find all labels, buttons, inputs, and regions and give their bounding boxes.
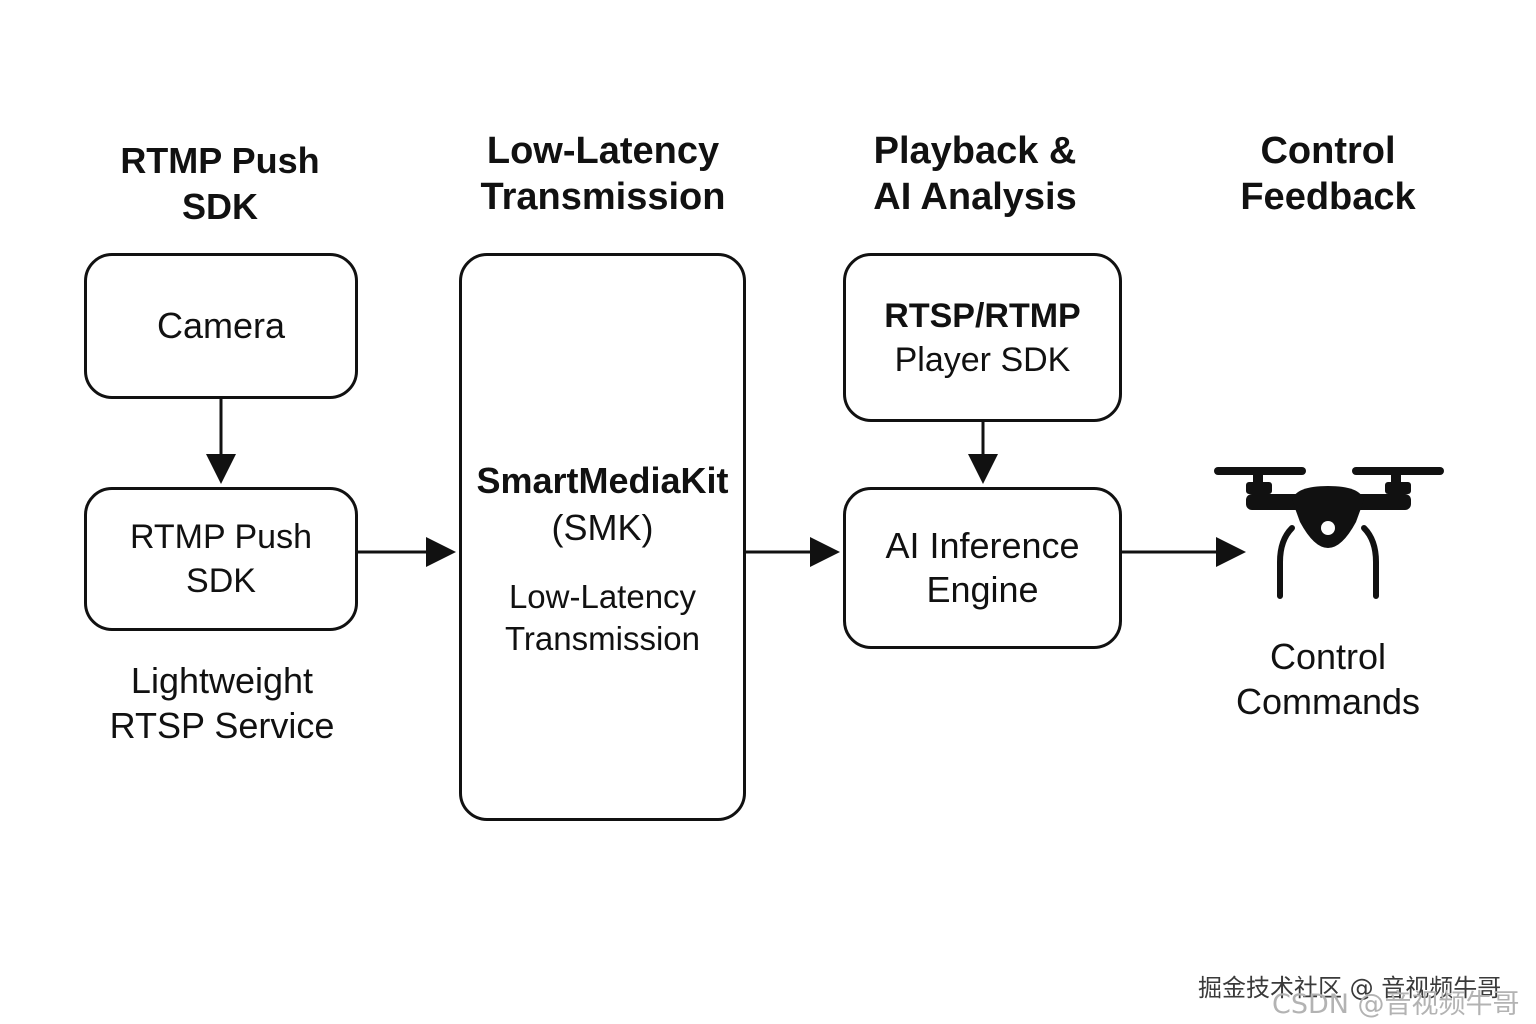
heading-low-latency-line1: Low-Latency xyxy=(486,130,720,172)
smartmediakit-box: SmartMediaKit (SMK) Low-Latency Transmis… xyxy=(459,253,746,821)
rtmp-push-sdk-box: RTMP Push SDK xyxy=(84,487,358,631)
heading-rtmp-push-sdk: RTMP Push SDK xyxy=(90,138,350,230)
heading-playback-line1: Playback & xyxy=(873,130,1077,172)
drone-icon xyxy=(1214,467,1444,599)
smk-title-line2: (SMK) xyxy=(551,507,654,548)
player-line1: RTSP/RTMP xyxy=(884,296,1081,335)
smk-title-line1: SmartMediaKit xyxy=(476,460,729,501)
heading-control-line1: Control xyxy=(1260,130,1396,172)
heading-control-feedback: Control Feedback xyxy=(1200,128,1456,220)
heading-control-line2: Feedback xyxy=(1240,176,1416,218)
heading-low-latency-line2: Transmission xyxy=(480,176,726,218)
heading-playback-line2: AI Analysis xyxy=(873,176,1077,218)
push-box-line1: RTMP Push xyxy=(129,518,313,556)
heading-rtmp-push-line2: SDK xyxy=(181,186,258,227)
ai-inference-engine-box: AI Inference Engine xyxy=(843,487,1122,649)
watermark-juejin: 掘金技术社区 @ 音视频牛哥 xyxy=(1198,974,1502,1002)
lightweight-rtsp-caption: Lightweight RTSP Service xyxy=(70,658,374,748)
caption-control-line1: Control xyxy=(1269,636,1387,677)
player-line2: Player SDK xyxy=(894,340,1071,379)
camera-box: Camera xyxy=(84,253,358,399)
heading-low-latency: Low-Latency Transmission xyxy=(450,128,756,220)
caption-control-line2: Commands xyxy=(1235,681,1421,722)
smk-sub-line1: Low-Latency xyxy=(508,578,697,615)
smk-sub-line2: Transmission xyxy=(505,620,700,657)
rtsp-rtmp-player-box: RTSP/RTMP Player SDK xyxy=(843,253,1122,422)
push-box-line2: SDK xyxy=(186,562,256,600)
caption-lightweight-line1: Lightweight xyxy=(130,660,314,701)
heading-playback-ai: Playback & AI Analysis xyxy=(840,128,1110,220)
watermark-csdn: CSDN @音视频牛哥 xyxy=(1272,989,1520,1020)
engine-line2: Engine xyxy=(926,569,1039,610)
caption-lightweight-line2: RTSP Service xyxy=(109,705,335,746)
control-commands-caption: Control Commands xyxy=(1200,634,1456,724)
camera-label: Camera xyxy=(156,305,286,346)
engine-line1: AI Inference xyxy=(885,525,1080,566)
heading-rtmp-push-line1: RTMP Push xyxy=(120,140,320,181)
